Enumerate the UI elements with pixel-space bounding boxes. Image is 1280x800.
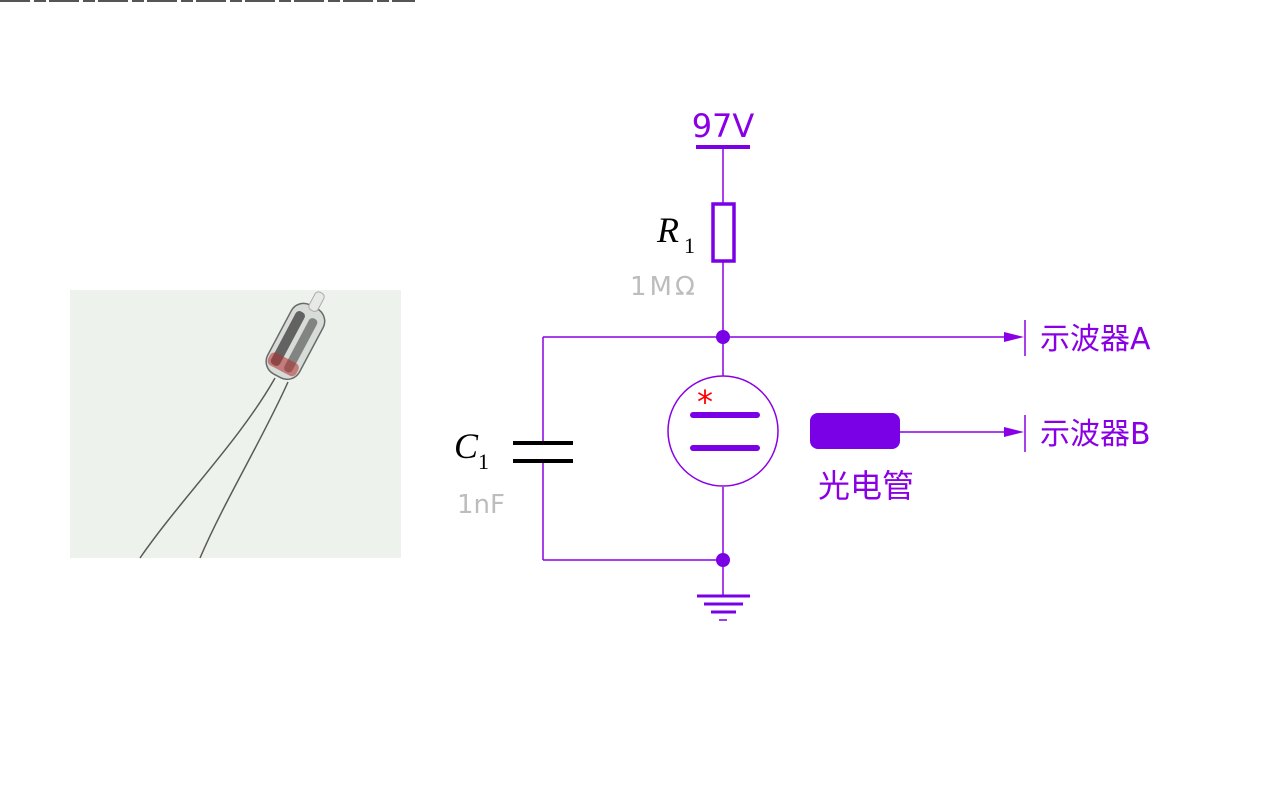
neon-lamp-symbol: * [667, 375, 779, 487]
photocell-label: 光电管 [818, 467, 914, 505]
capacitor-c1: C 1 1nF [454, 426, 573, 520]
junction-bottom [716, 553, 730, 567]
circuit-wires [542, 148, 1005, 595]
ground-icon [697, 594, 750, 621]
supply-terminal: 97V [692, 107, 755, 149]
supply-voltage-label: 97V [692, 107, 755, 145]
resistor-subscript: 1 [684, 233, 695, 258]
scope-b-label: 示波器B [1040, 417, 1151, 452]
capacitor-value: 1nF [457, 490, 505, 520]
scope-a-label: 示波器A [1040, 322, 1151, 357]
scope-probe-a: 示波器A [1004, 320, 1151, 357]
resistor-r1: R 1 1MΩ [630, 202, 736, 302]
photocell: 光电管 [810, 413, 914, 505]
capacitor-subscript: 1 [478, 449, 489, 474]
resistor-name: R [656, 210, 679, 250]
scope-probe-b: 示波器B [1004, 415, 1151, 452]
resistor-value: 1MΩ [630, 272, 698, 302]
capacitor-name: C [454, 426, 479, 466]
neon-bulb-photo [70, 290, 401, 559]
junction-top [716, 330, 730, 344]
lamp-marker: * [697, 383, 713, 421]
